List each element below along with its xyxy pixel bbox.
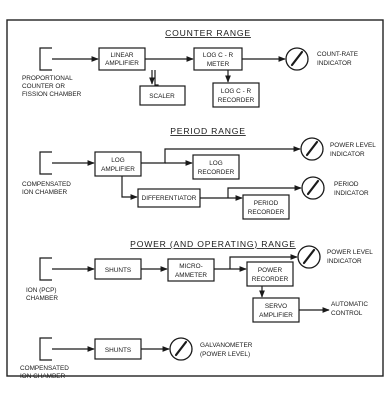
- period-range-section: PERIOD RANGE COMPENSATED ION CHAMBER LOG…: [22, 126, 376, 220]
- shunts-label: SHUNTS: [105, 267, 131, 274]
- shunts-label-2: SHUNTS: [105, 347, 131, 354]
- period-recorder-box: [242, 194, 290, 220]
- log-recorder-box: [192, 154, 240, 180]
- log-cr-meter-label-2: METER: [207, 61, 230, 68]
- log-amplifier-box: [94, 151, 142, 177]
- ion-pcp-chamber-icon: [39, 257, 52, 281]
- period-power-indicator-label-2: INDICATOR: [330, 151, 365, 158]
- linear-amplifier-label-2: AMPLIFIER: [105, 60, 139, 67]
- power-recorder-label-2: RECORDER: [252, 276, 289, 283]
- proportional-counter-icon: [39, 47, 52, 71]
- period-power-indicator-label-1: POWER LEVEL: [330, 142, 376, 149]
- power-detector-label-2: CHAMBER: [26, 295, 58, 302]
- period-recorder-label-2: RECORDER: [248, 209, 285, 216]
- counter-detector-label-1: PROPORTIONAL: [22, 75, 73, 82]
- galvanometer-label-2: (POWER LEVEL): [200, 351, 250, 358]
- log-cr-recorder-box: [212, 82, 260, 108]
- period-detector-label-1: COMPENSATED: [22, 181, 71, 188]
- log-recorder-label-2: RECORDER: [198, 169, 235, 176]
- microammeter-label-2: AMMETER: [175, 272, 207, 279]
- counter-range-section: COUNTER RANGE PROPORTIONAL COUNTER OR FI…: [22, 28, 358, 108]
- log-cr-recorder-label-1: LOG C - R: [221, 88, 252, 95]
- log-cr-recorder-label-2: RECORDER: [218, 97, 255, 104]
- power-indicator-label-2: INDICATOR: [327, 258, 362, 265]
- power-recorder-box: [246, 261, 294, 287]
- scaler-label: SCALER: [149, 93, 175, 100]
- servo-amplifier-label-2: AMPLIFIER: [259, 312, 293, 319]
- diagram-frame: [6, 19, 384, 377]
- counter-detector-label-3: FISSION CHAMBER: [22, 91, 82, 98]
- linear-amplifier-label-1: LINEAR: [110, 52, 133, 59]
- counter-range-title: COUNTER RANGE: [165, 28, 251, 38]
- power-recorder-label-1: POWER: [258, 267, 283, 274]
- microammeter-label-1: MICRO-: [179, 263, 202, 270]
- count-rate-indicator-label-2: INDICATOR: [317, 60, 352, 67]
- period-range-title: PERIOD RANGE: [170, 126, 246, 136]
- power-detector-label-1: ION (PCP): [26, 287, 57, 294]
- microammeter-box: [167, 258, 215, 282]
- automatic-control-label-1: AUTOMATIC: [331, 301, 368, 308]
- power-range-section: POWER (AND OPERATING) RANGE ION (PCP) CH…: [20, 239, 373, 380]
- servo-amplifier-label-1: SERVO: [265, 303, 287, 310]
- period-detector-label-2: ION CHAMBER: [22, 189, 67, 196]
- scaler-box: [139, 85, 186, 106]
- power-detector2-label-2: ION CHAMBER: [20, 373, 65, 380]
- log-amplifier-label-1: LOG: [111, 157, 125, 164]
- galvanometer-label-1: GALVANOMETER: [200, 342, 253, 349]
- power-range-title: POWER (AND OPERATING) RANGE: [130, 239, 296, 249]
- period-indicator-label-2: INDICATOR: [334, 190, 369, 197]
- log-amplifier-label-2: AMPLIFIER: [101, 166, 135, 173]
- counter-detector-label-2: COUNTER OR: [22, 83, 65, 90]
- compensated-ion-chamber-icon-2: [39, 337, 52, 361]
- power-indicator-label-1: POWER LEVEL: [327, 249, 373, 256]
- automatic-control-label-2: CONTROL: [331, 310, 363, 317]
- power-detector2-label-1: COMPENSATED: [20, 365, 69, 372]
- count-rate-indicator-label-1: COUNT-RATE: [317, 51, 358, 58]
- compensated-ion-chamber-icon: [39, 151, 52, 175]
- period-indicator-label-1: PERIOD: [334, 181, 359, 188]
- log-recorder-label-1: LOG: [209, 160, 223, 167]
- period-recorder-label-1: PERIOD: [254, 200, 279, 207]
- log-cr-meter-label-1: LOG C - R: [203, 52, 234, 59]
- differentiator-label: DIFFERENTIATOR: [142, 195, 197, 202]
